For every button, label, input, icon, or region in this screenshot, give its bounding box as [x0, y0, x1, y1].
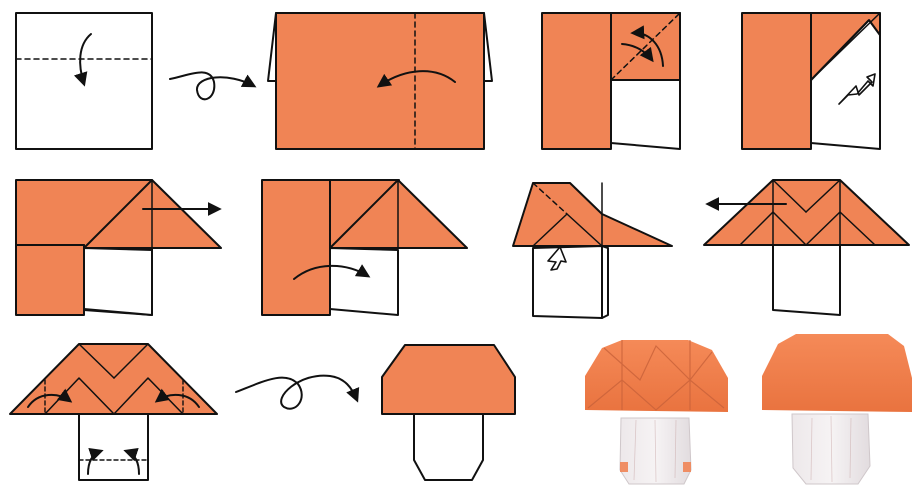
cap-shape — [10, 344, 217, 414]
photo-cap — [762, 334, 912, 412]
turn-over-arrow — [236, 376, 357, 409]
step-2 — [268, 13, 492, 149]
photo-back-view — [762, 334, 912, 484]
step-8 — [704, 180, 909, 315]
step-3 — [542, 13, 680, 149]
paper-stem-layer — [602, 246, 608, 318]
paper-left-panel — [262, 180, 330, 315]
photo-front-view — [585, 340, 728, 484]
side-flap — [268, 13, 276, 81]
paper-stem — [773, 245, 840, 315]
paper-left-panel — [542, 13, 611, 149]
paper-left-panel — [742, 13, 811, 149]
paper-stem — [84, 248, 152, 315]
paper-stem — [533, 246, 602, 318]
mushroom-cap — [382, 345, 515, 414]
step-5 — [16, 180, 221, 315]
turn-over-arrow — [170, 72, 254, 99]
step-9 — [10, 344, 217, 480]
side-flap — [484, 13, 492, 81]
paper-stem — [79, 414, 148, 480]
mushroom-stem — [414, 414, 483, 480]
step-1 — [16, 13, 152, 149]
step-10-finished — [382, 345, 515, 480]
step-7 — [513, 183, 672, 318]
step-4 — [742, 13, 880, 149]
paper-stem — [330, 248, 398, 315]
paper-left-lower — [16, 245, 84, 315]
step-6 — [262, 180, 467, 315]
